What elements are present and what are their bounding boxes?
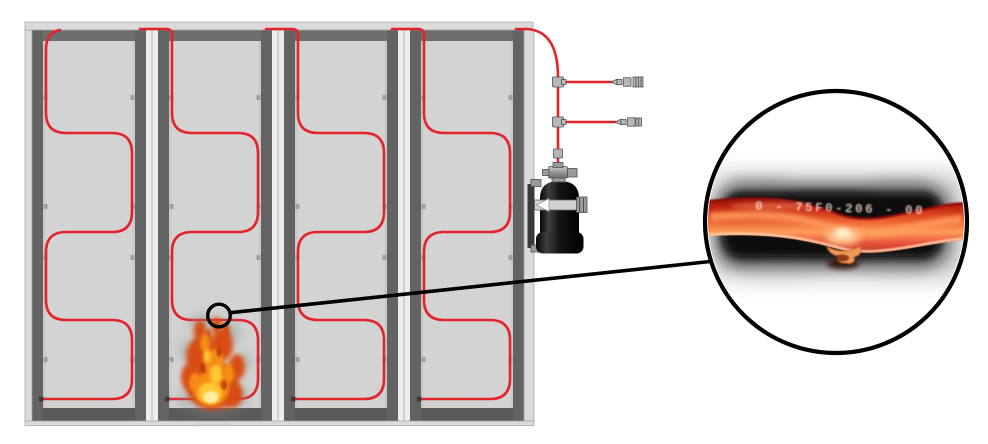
bay-top-frame <box>43 30 135 41</box>
rail-inner-edge <box>169 41 172 408</box>
enclosure-bottom-edge <box>24 420 535 426</box>
tube-reflection <box>730 202 810 210</box>
callout-circle-border <box>702 88 970 356</box>
rail-inner-edge <box>421 41 424 408</box>
bay-right-rail <box>387 30 398 421</box>
cylinder-valve <box>548 166 568 179</box>
callout-leader-line <box>230 259 711 315</box>
bay-top-frame <box>169 30 261 41</box>
bay-bottom-frame <box>43 408 135 421</box>
bay-left-rail <box>32 30 43 421</box>
tube-end-terminator <box>164 396 170 402</box>
bay-bottom-frame <box>295 408 387 421</box>
cabinet-bay-1 <box>32 30 146 421</box>
connector-tip <box>614 118 622 126</box>
serpentine-tube-bay-3 <box>264 27 386 401</box>
tube-end-terminator <box>290 396 296 402</box>
rupture-callout: 0 - 75F0-206 - 00 <box>702 88 970 356</box>
bracket-tab-top <box>530 179 542 187</box>
rail-inner-edge <box>295 41 298 408</box>
tee-fitting-nub <box>561 79 567 85</box>
detection-tubing <box>38 27 618 402</box>
bay-gap-3 <box>398 30 410 421</box>
rail-inner-edge <box>132 41 135 408</box>
tube-end-terminator <box>38 396 44 402</box>
flame-flecks <box>200 347 227 390</box>
tubing-fittings <box>552 76 644 159</box>
bay-right-rail <box>513 30 524 421</box>
end-connector-lower <box>614 117 642 127</box>
tee-fitting-nub <box>561 119 567 125</box>
valve-left-port <box>542 169 550 176</box>
cabinet-bay-4 <box>410 30 524 421</box>
serpentine-tube-bay-4 <box>390 27 512 401</box>
connector-tip <box>610 78 618 86</box>
burst-blister <box>825 228 862 269</box>
bay-interior-panel <box>295 41 387 408</box>
end-connector-upper <box>610 76 644 88</box>
rail-inner-edge <box>510 41 513 408</box>
bay-interior-panel <box>421 41 513 408</box>
bay-left-rail <box>410 30 421 421</box>
heated-tube: 0 - 75F0-206 - 00 <box>708 197 964 253</box>
flame-core <box>203 391 219 403</box>
strap-arrow-icon <box>535 197 550 213</box>
bay-gap-2 <box>272 30 284 421</box>
cabinet-enclosure <box>24 21 535 426</box>
tube-end-terminator <box>416 396 422 402</box>
enclosure-left-edge <box>24 29 33 422</box>
rupture-marker-circle <box>205 302 232 329</box>
tube-top-rim <box>708 197 964 220</box>
tube-riser <box>514 27 560 79</box>
bay-gap-1 <box>146 30 158 421</box>
burst-tube-photo: 0 - 75F0-206 - 00 <box>708 176 964 278</box>
bay-right-rail <box>261 30 272 421</box>
bay-left-rail <box>284 30 295 421</box>
bay-right-rail <box>135 30 146 421</box>
serpentine-tube-bay-2 <box>138 27 260 401</box>
serpentine-tube-bay-1 <box>39 28 134 401</box>
tube-bottom-rim <box>708 232 964 253</box>
bay-top-frame <box>295 30 387 41</box>
cylinder-base <box>536 232 584 254</box>
rail-inner-edge <box>258 41 261 408</box>
mounting-bracket <box>527 184 535 248</box>
bay-bottom-frame <box>421 408 513 421</box>
rail-inner-edge <box>384 41 387 408</box>
valve-gauge <box>567 168 578 178</box>
rail-inner-edge <box>43 41 46 408</box>
suppression-cylinder-assembly <box>527 162 588 254</box>
bay-left-rail <box>158 30 169 421</box>
tube-marking-text: 0 - 75F0-206 - 00 <box>755 200 925 218</box>
strap-buckle <box>576 196 588 213</box>
bay-interior-panel <box>43 41 135 408</box>
inline-fitting <box>553 148 563 159</box>
blister-opening <box>835 254 849 262</box>
fire-flame <box>177 315 250 417</box>
blister-hotspot <box>835 228 851 238</box>
bay-top-frame <box>421 30 513 41</box>
valve-top-cap <box>552 162 564 168</box>
cabinet-bay-3 <box>284 30 398 421</box>
